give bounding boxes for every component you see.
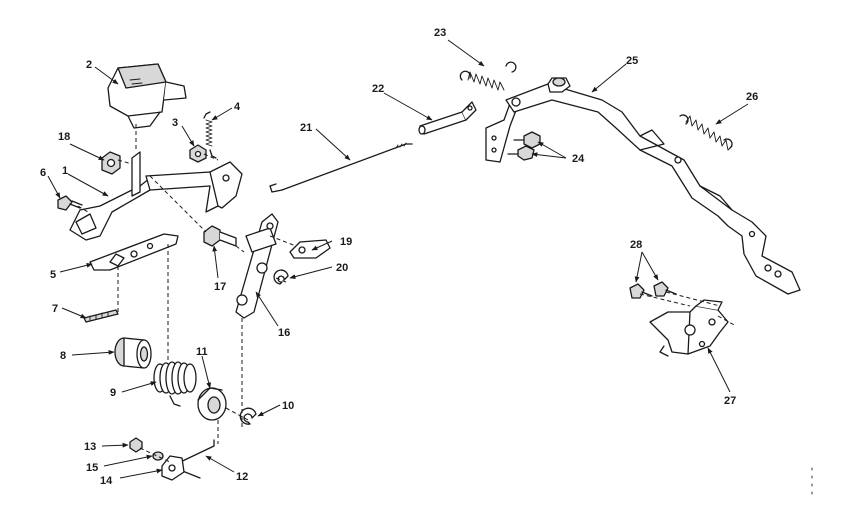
- callout-1: 1: [62, 165, 68, 177]
- callout-21: 21: [300, 122, 312, 134]
- part-22-turnbuckle: [418, 101, 477, 135]
- callout-20: 20: [336, 262, 348, 274]
- callout-14: 14: [100, 475, 113, 487]
- part-16-arm: [235, 213, 279, 319]
- callout-5: 5: [50, 269, 56, 281]
- part-7-pin: [83, 309, 119, 323]
- callout-28: 28: [630, 239, 642, 251]
- part-14-link: [161, 455, 185, 481]
- part-20-clip: [273, 269, 289, 285]
- alignment-lines: [77, 124, 737, 463]
- callout-26: 26: [746, 91, 758, 103]
- part-23-spring: [459, 61, 517, 91]
- callout-9: 9: [110, 387, 116, 399]
- callout-13: 13: [84, 441, 96, 453]
- part-28-screws: [629, 281, 677, 299]
- part-17-bolt: [203, 225, 237, 247]
- callout-8: 8: [60, 350, 66, 362]
- part-5-plate: [89, 233, 179, 271]
- callout-22: 22: [372, 83, 384, 95]
- part-8-housing: [114, 337, 152, 369]
- callout-12: 12: [236, 471, 248, 483]
- part-21-rod: [269, 142, 413, 193]
- callout-11: 11: [196, 346, 208, 358]
- part-11-cup: [197, 387, 227, 421]
- callout-2: 2: [86, 59, 92, 71]
- part-3-nut: [189, 144, 207, 163]
- callout-labels: 2 1 18 6 3 4 5 7 8 9 11 10 13 15 14 12 1…: [40, 27, 758, 487]
- leader-lines: [47, 39, 749, 479]
- callout-19: 19: [340, 236, 352, 248]
- part-4-spring: [203, 111, 217, 159]
- part-10-clip: [239, 407, 257, 425]
- part-18-nut: [101, 151, 121, 175]
- callout-25: 25: [626, 55, 638, 67]
- callout-3: 3: [172, 117, 178, 129]
- callout-24: 24: [572, 153, 585, 165]
- callout-17: 17: [214, 281, 226, 293]
- part-15-washer: [152, 451, 164, 461]
- callout-4: 4: [234, 101, 241, 113]
- part-24-bracket: [485, 97, 541, 163]
- part-13-nut: [129, 437, 143, 453]
- callout-6: 6: [40, 167, 46, 179]
- part-27-bracket: [649, 299, 729, 357]
- part-19-plate: [289, 239, 331, 259]
- part-25-main-lever: [505, 77, 801, 295]
- part-6-screw: [57, 195, 83, 211]
- callout-23: 23: [434, 27, 446, 39]
- callout-27: 27: [724, 395, 736, 407]
- part-9-coil-spring: [153, 361, 197, 407]
- part-1-lever: [69, 151, 243, 241]
- part-26-spring: [679, 114, 733, 151]
- part-2-knob: [107, 63, 187, 129]
- callout-18: 18: [58, 131, 70, 143]
- callout-16: 16: [278, 327, 290, 339]
- callout-15: 15: [86, 462, 98, 474]
- callout-7: 7: [52, 303, 58, 315]
- callout-10: 10: [282, 400, 294, 412]
